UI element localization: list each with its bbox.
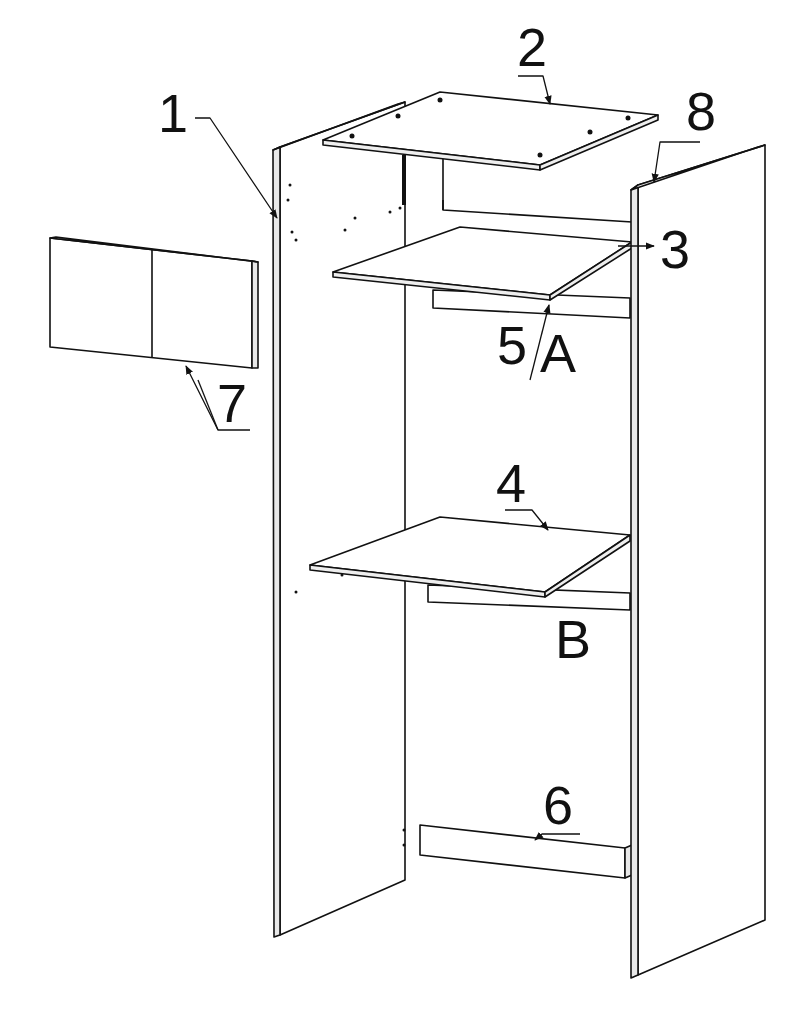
plinth: [420, 825, 632, 878]
upper-shelf: [333, 227, 632, 318]
top-panel: [323, 92, 658, 170]
door-panels: [50, 237, 258, 368]
leader-lines: [186, 76, 700, 840]
callout-number: 1: [158, 86, 188, 140]
right-side-panel: [631, 145, 765, 978]
callout-number: 2: [517, 20, 547, 74]
callout-number: 3: [660, 222, 690, 276]
callout-number: 5: [497, 318, 527, 372]
callout-number: 7: [217, 376, 247, 430]
callout-number: 8: [686, 84, 716, 138]
lower-shelf: [310, 517, 630, 610]
callout-number: 6: [543, 778, 573, 832]
callout-number: B: [555, 612, 591, 666]
callout-number: A: [540, 326, 576, 380]
callout-number: 4: [496, 456, 526, 510]
left-side-panel: [273, 102, 406, 937]
